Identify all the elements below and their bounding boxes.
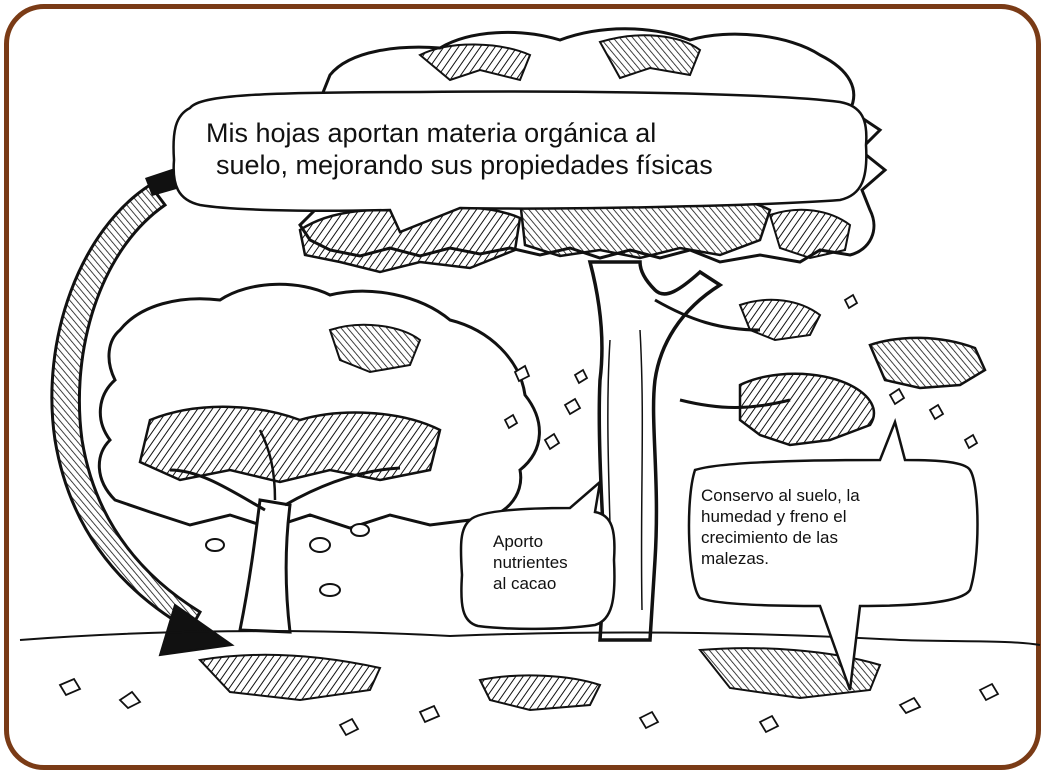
leaves-bubble-line-2: suelo, mejorando sus propiedades físicas — [206, 149, 856, 181]
leaves-bubble-text: Mis hojas aportan materia orgánica al su… — [206, 117, 856, 181]
nutrients-bubble-line-3: al cacao — [493, 574, 556, 593]
mulch-bubble-line-3: crecimiento de las — [701, 528, 838, 547]
nutrients-bubble-text: Aporto nutrientes al cacao — [493, 531, 613, 594]
nutrients-bubble-line-2: nutrientes — [493, 553, 568, 572]
leaves-bubble-line-1: Mis hojas aportan materia orgánica al — [206, 118, 656, 148]
mulch-bubble-line-2: humedad y freno el — [701, 507, 847, 526]
mulch-bubble-text: Conservo al suelo, la humedad y freno el… — [701, 485, 966, 569]
mulch-bubble-line-4: malezas. — [701, 549, 769, 568]
mulch-bubble-line-1: Conservo al suelo, la — [701, 486, 860, 505]
nutrients-bubble-line-1: Aporto — [493, 532, 543, 551]
